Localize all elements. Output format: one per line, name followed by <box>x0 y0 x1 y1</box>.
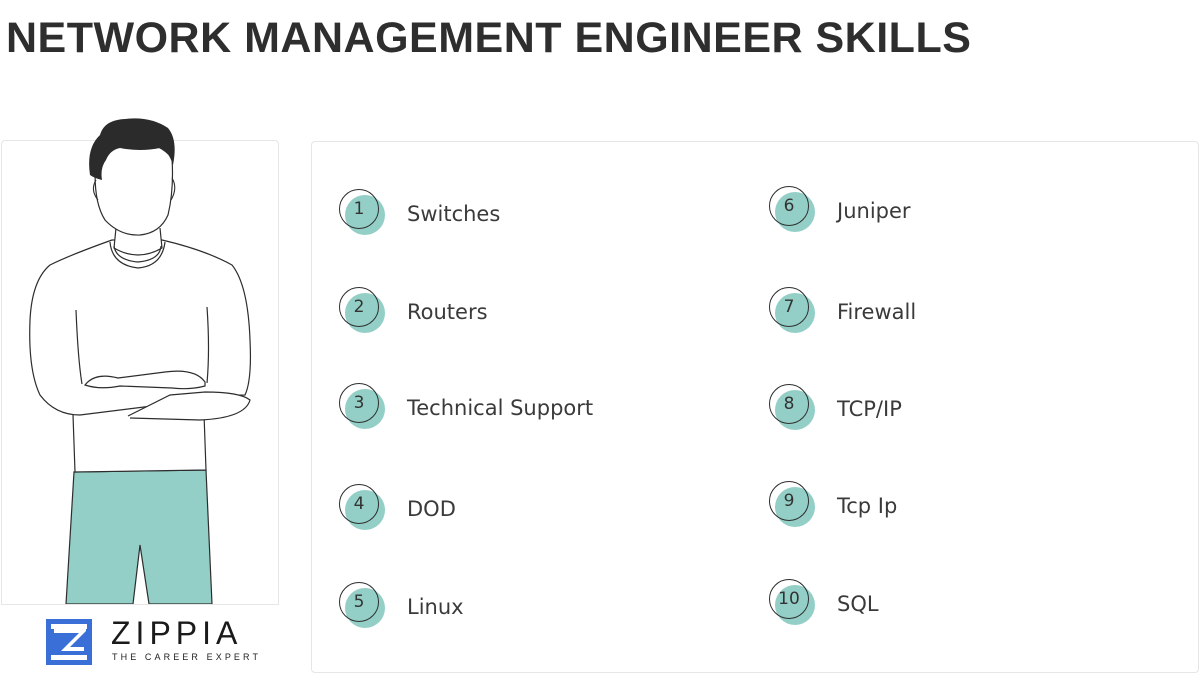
skill-label: Technical Support <box>407 396 594 420</box>
skills-card <box>311 141 1199 673</box>
number-badge: 9 <box>769 481 819 531</box>
skill-label: Firewall <box>837 300 917 324</box>
skill-item-4: 4 DOD <box>339 484 456 534</box>
skill-item-2: 2 Routers <box>339 287 488 337</box>
number-badge: 2 <box>339 287 389 337</box>
number-badge: 3 <box>339 383 389 433</box>
logo-tagline: THE CAREER EXPERT <box>112 652 262 662</box>
number-badge: 5 <box>339 582 389 632</box>
skill-label: Linux <box>407 595 464 619</box>
skill-label: TCP/IP <box>837 397 902 421</box>
skill-item-5: 5 Linux <box>339 582 464 632</box>
skill-item-7: 7 Firewall <box>769 287 916 337</box>
skill-label: SQL <box>837 592 879 616</box>
skill-label: DOD <box>407 497 456 521</box>
skill-item-10: 10 SQL <box>769 579 879 629</box>
skill-item-1: 1 Switches <box>339 189 500 239</box>
skill-item-3: 3 Technical Support <box>339 383 593 433</box>
number-badge: 7 <box>769 287 819 337</box>
page-title: NETWORK MANAGEMENT ENGINEER SKILLS <box>6 14 972 62</box>
skill-item-9: 9 Tcp Ip <box>769 481 897 531</box>
skill-label: Routers <box>407 300 488 324</box>
number-badge: 6 <box>769 186 819 236</box>
skill-label: Tcp Ip <box>837 494 898 518</box>
person-illustration <box>29 118 252 605</box>
number-badge: 10 <box>769 579 819 629</box>
number-badge: 1 <box>339 189 389 239</box>
skill-item-8: 8 TCP/IP <box>769 384 902 434</box>
number-badge: 8 <box>769 384 819 434</box>
skill-label: Switches <box>407 202 501 226</box>
number-badge: 4 <box>339 484 389 534</box>
skill-label: Juniper <box>837 199 911 223</box>
logo-bar: ZIPPIA THE CAREER EXPERT <box>1 604 279 673</box>
zippia-logo-icon <box>46 619 92 665</box>
skill-item-6: 6 Juniper <box>769 186 911 236</box>
logo-name: ZIPPIA <box>111 615 243 651</box>
